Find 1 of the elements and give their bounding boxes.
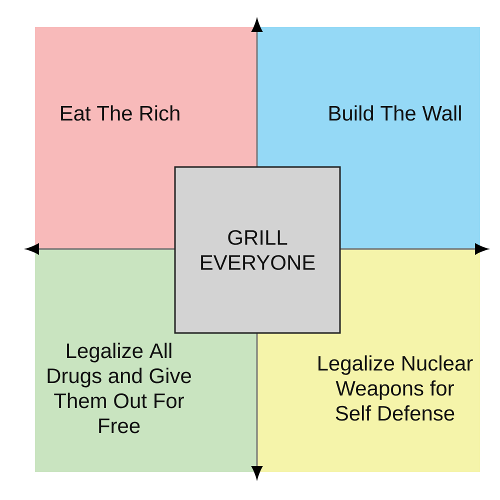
center-box: GRILL EVERYONE xyxy=(174,166,341,334)
